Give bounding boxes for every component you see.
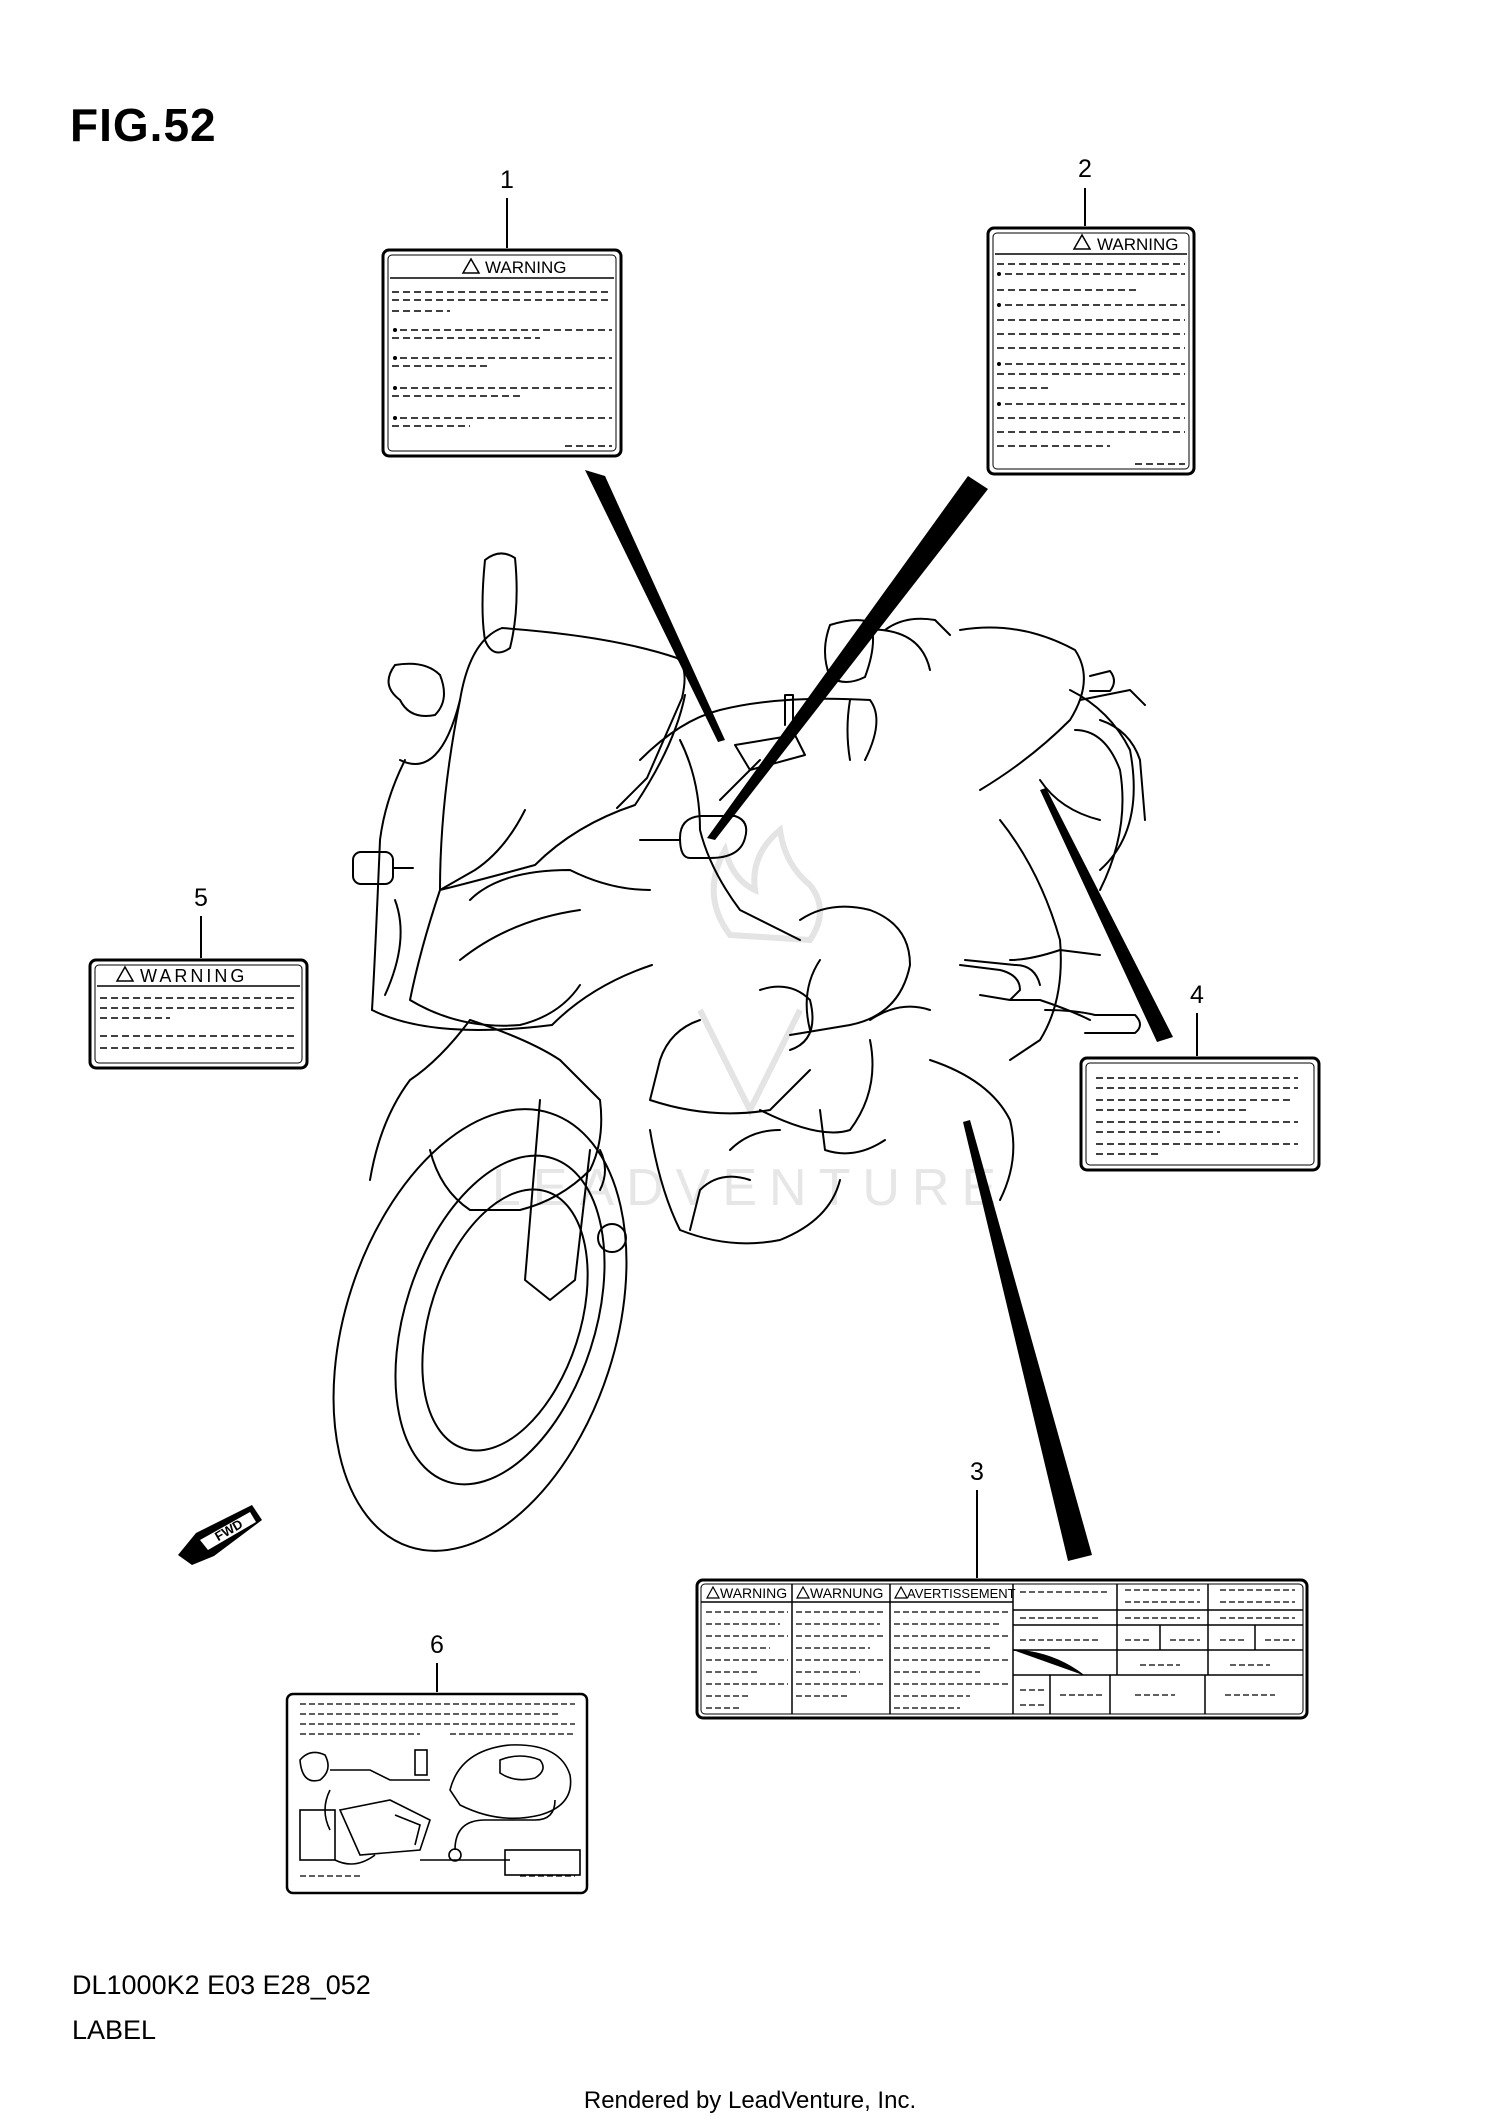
warning-triangle-icon — [115, 965, 135, 982]
label-3-heading-fr: AVERTISSEMENT — [907, 1586, 1016, 1601]
label-3[interactable]: 3 WARNIN — [695, 1458, 1309, 1720]
label-2-heading: WARNING — [1097, 235, 1179, 254]
label-5[interactable]: 5 WARNING — [88, 884, 309, 1070]
label-3-heading-de: WARNUNG — [810, 1585, 883, 1601]
figure-title: FIG.52 — [70, 99, 217, 151]
label-5-heading: WARNING — [140, 966, 247, 986]
label-6[interactable]: 6 — [285, 1631, 589, 1895]
callout-number-1: 1 — [500, 166, 514, 194]
callout-number-2: 2 — [1078, 155, 1092, 183]
model-code: DL1000K2 E03 E28_052 — [72, 1970, 371, 2000]
warning-triangle-icon — [461, 257, 481, 274]
rendered-by-credit: Rendered by LeadVenture, Inc. — [583, 2087, 917, 2114]
label-1[interactable]: 1 WARNING — [381, 166, 623, 458]
label-1-heading: WARNING — [485, 258, 567, 277]
fwd-direction-badge: FWD — [178, 1505, 262, 1565]
callout-number-6: 6 — [430, 1631, 444, 1659]
callout-number-5: 5 — [194, 884, 208, 912]
warning-triangle-icon — [1072, 233, 1092, 250]
watermark-text: LEADVENTURE — [492, 1159, 1008, 1217]
label-4[interactable]: 4 — [1079, 981, 1321, 1172]
warning-triangle-icon — [795, 1585, 811, 1599]
callout-number-3: 3 — [970, 1458, 984, 1486]
motorcycle-illustration — [332, 552, 1146, 1552]
label-2[interactable]: 2 WARNING — [986, 155, 1196, 476]
pointer-arrows — [585, 470, 1173, 1561]
callout-number-4: 4 — [1190, 981, 1204, 1009]
fuel-tank-component-illustration — [299, 1744, 581, 1876]
warning-triangle-icon — [893, 1585, 909, 1599]
watermark: LEADVENTURE — [492, 824, 1008, 1217]
warning-triangle-icon — [705, 1585, 721, 1599]
label-3-heading-en: WARNING — [720, 1585, 787, 1601]
diagram-caption: LABEL — [72, 2015, 157, 2045]
